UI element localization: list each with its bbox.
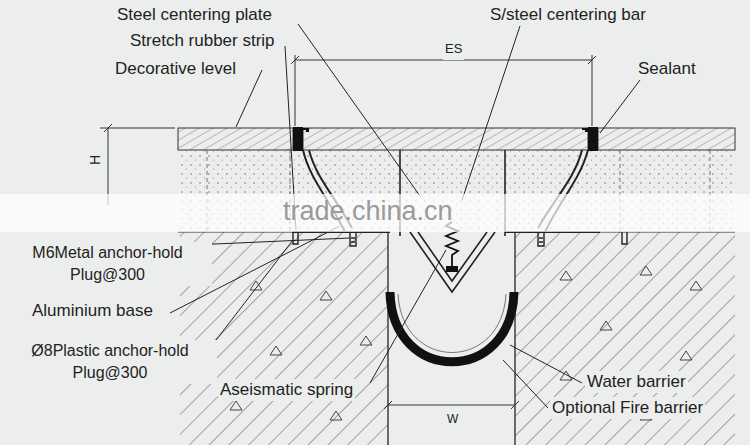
part-label: M6Metal anchor-hold Plug@300 <box>3 242 212 286</box>
part-label: Aseismatic spring <box>218 379 355 401</box>
decorative-level <box>178 128 735 150</box>
part-label: Ø8Plastic anchor-hold Plug@300 <box>3 340 217 384</box>
part-label: Aluminium base <box>30 300 155 322</box>
sealant-strip <box>293 127 598 151</box>
part-label: Optional Fire barrier <box>550 397 705 419</box>
dimension-label: H <box>87 153 103 167</box>
part-label: Sealant <box>636 58 698 80</box>
concrete-slab <box>180 232 735 445</box>
water-barrier <box>390 292 514 362</box>
anchor-plug <box>293 232 627 246</box>
part-label: S/steel centering bar <box>488 4 648 26</box>
dimension-label: ES <box>443 38 464 60</box>
watermark-band <box>0 194 750 232</box>
part-label: Water barrier <box>585 371 688 393</box>
spring-nut <box>446 266 458 272</box>
dimension-label: W <box>445 408 460 430</box>
part-label: Decorative level <box>113 58 238 80</box>
watermark: trade.china.cn <box>283 200 453 222</box>
fire-barrier <box>398 294 506 353</box>
part-label: Steel centering plate <box>115 4 274 26</box>
part-label: Stretch rubber strip <box>128 30 277 52</box>
